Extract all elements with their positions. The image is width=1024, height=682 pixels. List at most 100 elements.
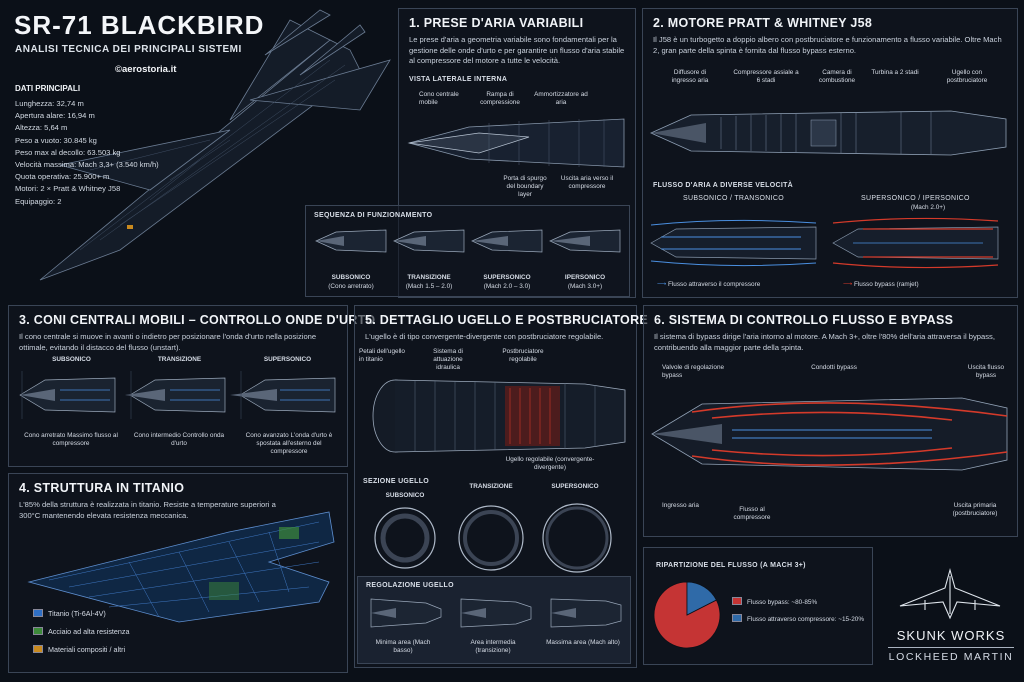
spec-max-speed: Velocità massima: Mach 3,3+ (3.540 km/h) [15, 160, 159, 170]
label-compression-ramp: Rampa di compressione [480, 91, 520, 106]
panel-title: 1. PRESE D'ARIA VARIABILI [409, 16, 584, 30]
flow-subsonic-diagram [650, 219, 817, 267]
inlet-hypersonic-icon [549, 229, 621, 253]
nozzle-cutaway-illustration [372, 379, 626, 453]
flow-mode-note: (Mach 2.0+) [910, 204, 946, 211]
pie-slice-compressor [686, 581, 717, 616]
label-turbine: Turbina a 2 stadi [871, 69, 919, 76]
cone-diagrams [19, 371, 336, 419]
sequence-note: (Mach 2.0 – 3.0) [483, 283, 531, 290]
panel-description: Il sistema di bypass dirige l'aria intor… [654, 332, 995, 352]
label-primary-exit: Uscita primaria (postbruciatore) [952, 502, 998, 517]
panel-moving-cones: 3. CONI CENTRALI MOBILI – CONTROLLO ONDE… [8, 305, 375, 467]
label-bypass-exit: Uscita flusso bypass [967, 364, 1005, 379]
inlet-supersonic-icon [471, 229, 543, 253]
cone-mode-transition: TRANSIZIONE [157, 356, 202, 363]
label-adjustable-nozzle: Ugello regolabile (convergente-divergent… [505, 456, 595, 471]
brand-lockheed-martin: LOCKHEED MARTIN [888, 647, 1014, 663]
regulation-max-area: Massima area (Mach alto) [546, 639, 620, 646]
brand-skunk-works: SKUNK WORKS [896, 628, 1006, 643]
panel-title: 4. STRUTTURA IN TITANIO [19, 481, 185, 495]
panel-title: 2. MOTORE PRATT & WHITNEY J58 [653, 16, 873, 30]
composites-swatch [33, 645, 43, 653]
panel-titanium-structure: 4. STRUTTURA IN TITANIO L'85% della stru… [8, 473, 348, 673]
label-inlet-diffuser: Diffusore di ingresso aria [671, 69, 709, 84]
panel-description: Le prese d'aria a geometria variabile so… [409, 35, 625, 65]
spec-wingspan: Apertura alare: 16,94 m [15, 111, 95, 121]
titanium-airframe-illustration [27, 511, 335, 623]
cone-caption-transition: Cono intermedio Controllo onda d'urto [133, 432, 225, 447]
bypass-flow-illustration [651, 397, 1008, 471]
pie-legend-bypass: Flusso bypass: ~80-85% [732, 597, 872, 607]
inlet-cutaway-illustration [407, 118, 625, 168]
page-subtitle: ANALISI TECNICA DEI PRINCIPALI SISTEMI [15, 44, 242, 55]
panel-description: L'85% della struttura è realizzata in ti… [19, 500, 276, 520]
label-air-inlet: Ingresso aria [662, 502, 699, 509]
label-compressor-exit: Uscita aria verso il compressore [560, 175, 614, 190]
cone-caption-subsonic: Cono arretrato Massimo flusso al compres… [24, 432, 118, 447]
page-title: SR-71 BLACKBIRD [14, 10, 265, 40]
section-supersonic-label: SUPERSONICO [551, 483, 599, 490]
spec-empty-weight: Peso a vuoto: 30.845 kg [15, 135, 97, 145]
flow-legend-compressor: ⟶ Flusso attraverso il compressore [657, 281, 761, 288]
sequence-note: (Mach 3.0+) [567, 283, 603, 290]
spec-length: Lunghezza: 32,74 m [15, 99, 84, 108]
label-nozzle-petals: Petali dell'ugello in titanio [359, 348, 405, 363]
sequence-note: (Cono arretrato) [328, 283, 374, 290]
pie-title: RIPARTIZIONE DEL FLUSSO (A MACH 3+) [656, 562, 806, 569]
label-bypass-ducts: Condotti bypass [811, 364, 857, 371]
panel-bypass-control: 6. SISTEMA DI CONTROLLO FLUSSO E BYPASS … [643, 305, 1018, 537]
sequence-name: IPERSONICO [564, 274, 606, 281]
titanium-swatch [33, 609, 43, 617]
red-arrow-icon: ⟶ [843, 281, 854, 288]
panel-nozzle-regulation: REGOLAZIONE UGELLO Minima area (Mach bas… [357, 576, 631, 664]
cone-caption-supersonic: Cono avanzato L'onda d'urto è spostata a… [245, 432, 333, 455]
sequence-name: SUBSONICO [331, 274, 371, 281]
legend-steel: Acciaio ad alta resistenza [33, 627, 130, 636]
cone-mode-supersonic: SUPERSONICO [263, 356, 312, 363]
panel-description: L'ugello è di tipo convergente-divergent… [365, 332, 604, 341]
regulation-mid-area: Area intermedia (transizione) [470, 639, 516, 654]
label-air-damper: Ammortizzatore ad aria [534, 91, 588, 106]
panel-nozzle-afterburner: 5. DETTAGLIO UGELLO E POSTBRUCIATORE L'u… [354, 305, 648, 668]
compressor-swatch [732, 614, 742, 622]
sr71-hero-illustration [39, 9, 391, 281]
panel-description: Il cono centrale si muove in avanti o in… [19, 332, 317, 352]
label-center-cone: Cono centrale mobile [419, 91, 459, 106]
spec-max-weight: Peso max al decollo: 63.503 kg [15, 147, 121, 157]
blue-arrow-icon: ⟶ [657, 281, 668, 288]
sequence-name: TRANSIZIONE [407, 274, 451, 281]
regulation-title: REGOLAZIONE UGELLO [366, 582, 454, 589]
flow-mode-supersonic: SUPERSONICO / IPERSONICO [861, 195, 970, 202]
nozzle-section-rings [374, 503, 612, 573]
steel-swatch [33, 627, 43, 635]
spec-crew: Equipaggio: 2 [15, 196, 62, 206]
specs-heading: DATI PRINCIPALI [15, 84, 81, 93]
skunk-works-logo [899, 567, 1001, 620]
legend-titanium: Titanio (Ti-6Al-4V) [33, 609, 106, 618]
bypass-swatch [732, 597, 742, 605]
inlet-subsonic-icon [315, 229, 387, 253]
regulation-min-area: Minima area (Mach basso) [375, 639, 431, 654]
sequence-step-subsonic: SUBSONICO (Cono arretrato) [312, 224, 390, 294]
flow-pie-chart [653, 581, 721, 649]
panel-title: 3. CONI CENTRALI MOBILI – CONTROLLO ONDE… [19, 313, 376, 327]
spec-engines: Motori: 2 × Pratt & Whitney J58 [15, 184, 121, 194]
label-combustion-chamber: Camera di combustione [818, 69, 856, 84]
sequence-step-hypersonic: IPERSONICO (Mach 3.0+) [546, 224, 624, 294]
pie-legend-compressor: Flusso attraverso compressore: ~15-20% [732, 614, 872, 624]
label-bypass-valves: Valvole di regolazione bypass [662, 364, 725, 379]
label-afterburner: Postbruciatore regolabile [502, 348, 544, 363]
nozzle-section-title: SEZIONE UGELLO [363, 478, 430, 485]
cone-mode-subsonic: SUBSONICO [52, 356, 91, 363]
sequence-name: SUPERSONICO [483, 274, 531, 281]
inlet-view-title: VISTA LATERALE INTERNA [409, 76, 508, 83]
label-afterburner-nozzle: Ugello con postbruciatore [946, 69, 988, 84]
sequence-title: SEQUENZA DI FUNZIONAMENTO [314, 212, 433, 219]
sequence-step-supersonic: SUPERSONICO (Mach 2.0 – 3.0) [468, 224, 546, 294]
specs-list: Lunghezza: 32,74 m Apertura alare: 16,94… [15, 98, 159, 208]
legend-composites: Materiali compositi / altri [33, 645, 125, 654]
spec-altitude: Quota operativa: 25.900+ m [15, 172, 110, 182]
flow-legend-bypass: ⟶ Flusso bypass (ramjet) [843, 281, 919, 288]
inlet-transition-icon [393, 229, 465, 253]
